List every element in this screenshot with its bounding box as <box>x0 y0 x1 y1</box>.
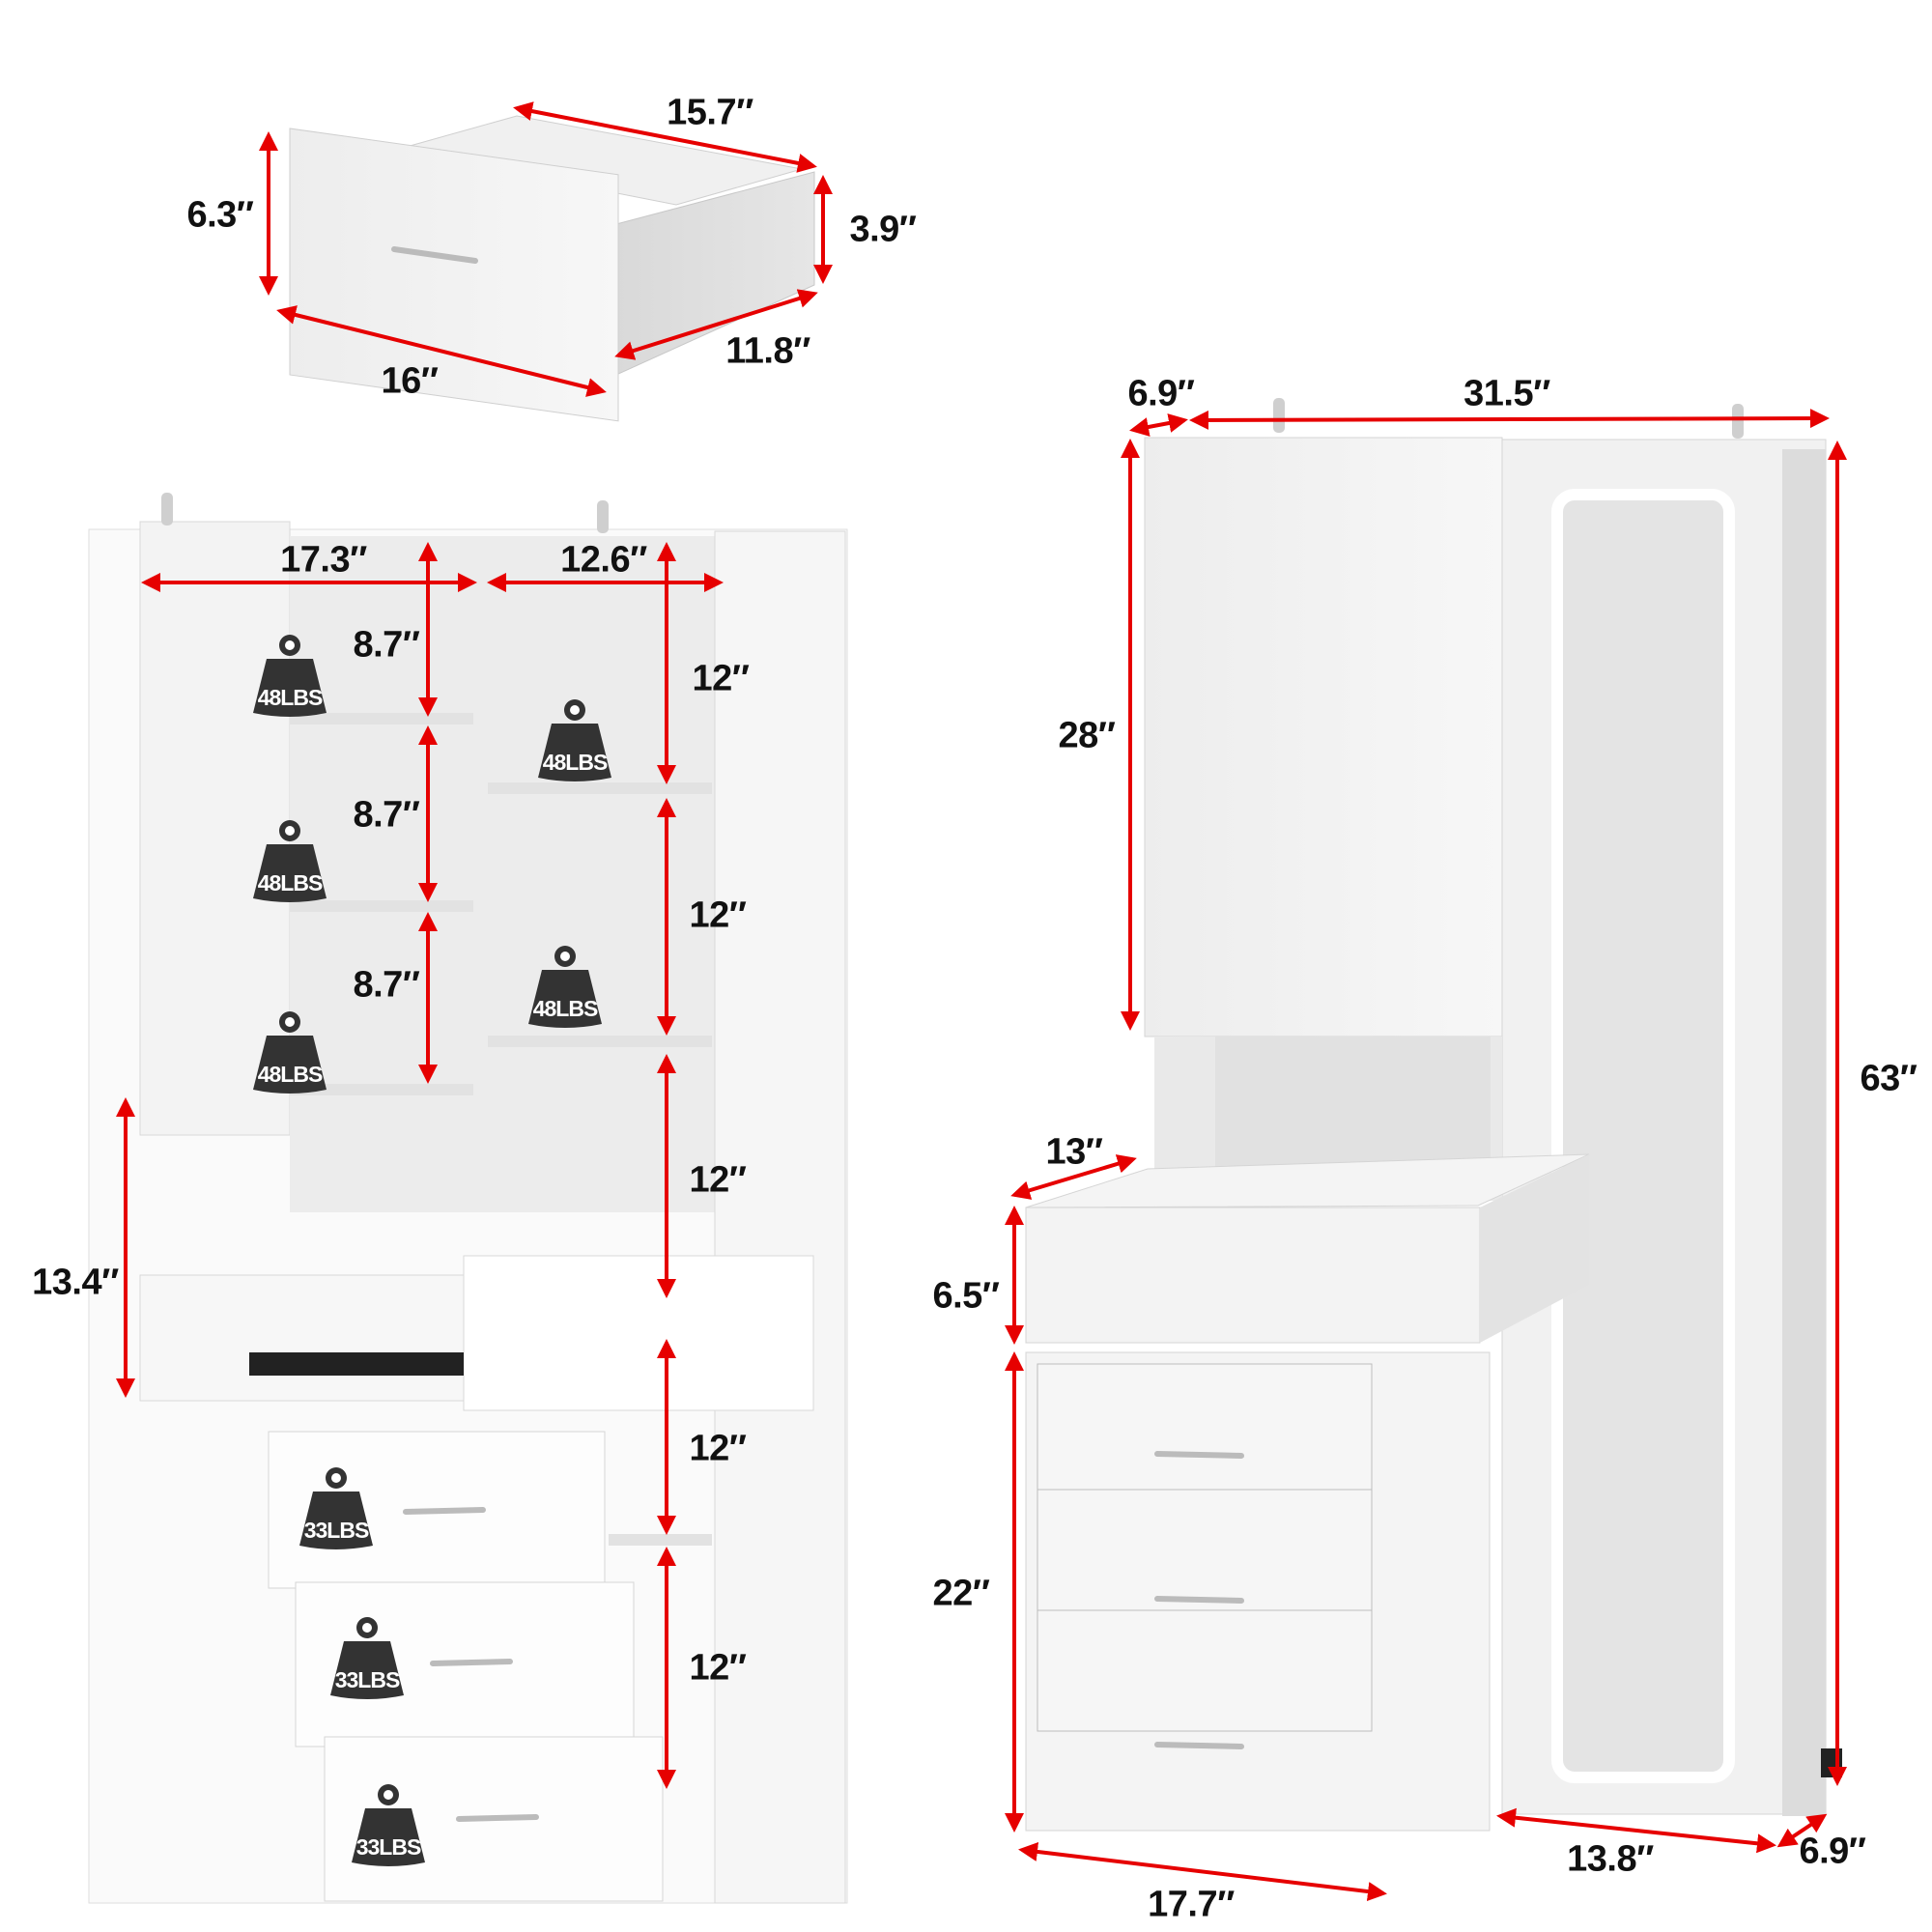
right-shelf-gap-3: 12″ <box>689 1159 747 1201</box>
open-cabinet-illustration <box>88 493 848 1904</box>
left-shelf-gap-2: 8.7″ <box>353 794 420 836</box>
weight-icon: 48LBS <box>530 695 619 783</box>
left-width-label: 17.3″ <box>280 539 367 581</box>
base-height-label: 22″ <box>932 1573 990 1614</box>
weight-icon: 48LBS <box>521 941 610 1030</box>
weight-icon: 48LBS <box>245 815 334 904</box>
upper-height-label: 28″ <box>1058 715 1116 756</box>
dimension-arrows <box>116 101 1847 1902</box>
drawer-front-width-label: 16″ <box>381 360 439 402</box>
right-shelf-gap-4: 12″ <box>689 1428 747 1469</box>
weight-icon: 33LBS <box>344 1779 433 1868</box>
left-shelf-gap-1: 8.7″ <box>353 624 420 666</box>
left-shelf-gap-3: 8.7″ <box>353 964 420 1006</box>
right-width-label: 12.6″ <box>560 539 647 581</box>
side-depth-top-label: 6.9″ <box>1127 373 1195 414</box>
drawer-detail-illustration <box>289 115 815 422</box>
drawer-length-label: 15.7″ <box>667 92 753 133</box>
drawer-side-height-label: 3.9″ <box>849 209 917 250</box>
drawer-height-label: 6.3″ <box>186 194 254 236</box>
top-drawer-height-label: 6.5″ <box>932 1275 1000 1317</box>
weight-icon: 33LBS <box>323 1612 412 1701</box>
closed-cabinet-illustration <box>1025 398 1842 1832</box>
total-height-label: 63″ <box>1860 1058 1918 1099</box>
drawer-depth-label: 11.8″ <box>725 330 810 372</box>
right-shelf-gap-2: 12″ <box>689 895 747 936</box>
desk-depth-label: 13″ <box>1045 1131 1103 1173</box>
base-width-label: 17.7″ <box>1148 1884 1235 1925</box>
vanity-gap-label: 13.4″ <box>32 1262 119 1303</box>
total-width-label: 31.5″ <box>1463 373 1550 414</box>
right-shelf-gap-1: 12″ <box>692 658 750 699</box>
mirror-width-label: 13.8″ <box>1567 1838 1654 1880</box>
side-depth-bottom-label: 6.9″ <box>1799 1831 1866 1872</box>
weight-icon: 48LBS <box>245 1007 334 1095</box>
weight-icon: 33LBS <box>292 1463 381 1551</box>
right-shelf-gap-5: 12″ <box>689 1647 747 1689</box>
weight-icon: 48LBS <box>245 630 334 719</box>
